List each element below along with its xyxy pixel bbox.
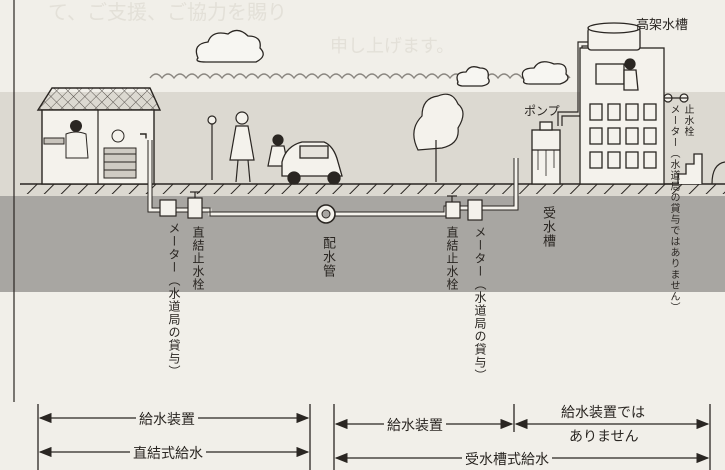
pedestrian-illustration [229,111,289,183]
distribution-pipe-label: 配水管 [320,236,335,278]
not-supply-equipment-label-1: 給水装置では [558,402,648,422]
supply-equipment-right-label: 給水装置 [384,415,446,435]
building-meter-label: メーター（水道局の貸与ではありません） [668,104,679,313]
house-illustration [36,87,162,185]
supply-equipment-left-label: 給水装置 [136,409,198,429]
cloud-icon-right [521,61,569,85]
background-text-second: 申し上げます。 [330,36,455,57]
cloud-icon [195,29,264,63]
building-stopcock-icon [663,93,689,103]
direct-stopcock-right-label: 直結止水栓 [445,226,459,291]
meter-right-label: メーター（水道局の貸与） [473,226,487,382]
direct-supply-label: 直結式給水 [130,443,206,463]
right-edge-arc [711,161,725,185]
distribution-main-icon [316,204,336,224]
elevated-tank-label: 高架水槽 [636,18,689,33]
faucet-pole [207,115,217,180]
stopcock-left-icon [159,191,203,219]
stopcock-right-icon [445,195,483,221]
pump-label: ポンプ [524,104,560,118]
receiving-tank-label: 受水槽 [540,206,555,248]
meter-left-label: メーター（水道局の貸与） [167,222,181,378]
ground-hatching [20,184,725,194]
receiving-tank-icon [531,121,561,185]
not-supply-equipment-label-2: ありません [566,426,642,446]
scallop-border [149,73,571,80]
car-illustration [281,141,343,185]
building-illustration [579,22,703,185]
building-stopcock-label: 止水栓 [682,104,693,137]
direct-stopcock-label: 直結止水栓 [191,226,205,291]
tree-illustration [413,93,464,182]
background-text-top: て、ご支援、ご協力を賜り [48,0,287,24]
cloud-icon-small [456,66,490,87]
tank-supply-label: 受水槽式給水 [462,449,552,469]
